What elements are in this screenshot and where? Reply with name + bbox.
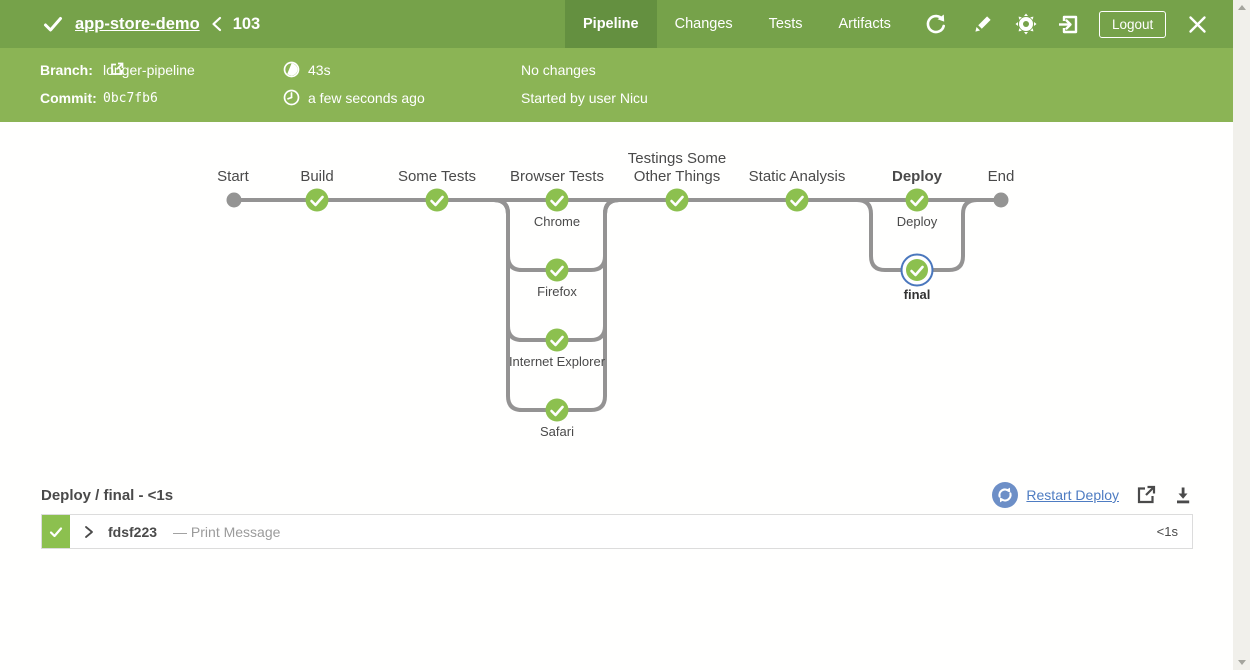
graph-node-final-selected[interactable] <box>900 253 934 287</box>
node-label-chrome: Chrome <box>534 214 580 229</box>
close-icon[interactable] <box>1184 15 1210 34</box>
logout-button[interactable]: Logout <box>1099 10 1167 38</box>
log-step-row[interactable]: fdsf223 — Print Message <1s <box>41 514 1193 549</box>
stage-label-deploy: Deploy <box>892 168 943 185</box>
stage-label-some-tests: Some Tests <box>398 168 476 185</box>
node-label-deploy: Deploy <box>897 214 938 229</box>
chevron-left-icon[interactable] <box>211 16 222 32</box>
stage-label-build: Build <box>300 168 333 185</box>
graph-node-internet-explorer[interactable] <box>545 328 569 352</box>
branch-label: Branch: <box>40 62 93 78</box>
restart-icon <box>992 482 1019 508</box>
graph-node-static-analysis[interactable] <box>785 188 809 212</box>
go-to-classic-icon[interactable] <box>1047 13 1089 36</box>
stage-label-static-analysis: Static Analysis <box>749 168 846 185</box>
started-by: Started by user Nicu <box>521 90 648 106</box>
open-log-external-icon[interactable] <box>1136 485 1156 505</box>
scroll-up-arrow[interactable] <box>1237 5 1246 10</box>
tab-changes[interactable]: Changes <box>674 16 733 32</box>
duration-value: 43s <box>308 62 331 78</box>
stage-label-testings-line1: Testings Some <box>628 150 726 167</box>
graph-node-firefox[interactable] <box>545 258 569 282</box>
settings-gear-icon[interactable] <box>1005 12 1047 36</box>
stage-label-end: End <box>988 168 1015 185</box>
node-label-safari: Safari <box>540 424 574 439</box>
edit-pencil-icon[interactable] <box>959 14 1005 35</box>
restart-deploy-link[interactable]: Restart Deploy <box>992 482 1119 508</box>
run-title-group: app-store-demo 103 <box>42 0 260 48</box>
scroll-down-arrow[interactable] <box>1237 660 1246 665</box>
graph-edges <box>234 198 1001 412</box>
stage-label-browser-tests: Browser Tests <box>510 168 604 185</box>
commit-value: 0bc7fb6 <box>103 91 158 106</box>
run-info-bar: Branch: longer-pipeline Commit: 0bc7fb6 … <box>0 48 1250 122</box>
graph-node-safari[interactable] <box>545 398 569 422</box>
stage-label-start: Start <box>217 168 250 185</box>
detail-actions: Restart Deploy <box>992 482 1193 508</box>
top-bar: app-store-demo 103 Pipeline Changes Test… <box>0 0 1250 48</box>
pipeline-graph: Start Build Some Tests Browser Tests Tes… <box>217 150 1015 439</box>
toolbar-actions: Logout <box>913 0 1210 48</box>
graph-node-end[interactable] <box>993 192 1009 208</box>
changes-summary: No changes <box>521 62 596 78</box>
download-log-icon[interactable] <box>1173 485 1193 505</box>
tab-artifacts[interactable]: Artifacts <box>838 16 891 32</box>
graph-node-build[interactable] <box>305 188 329 212</box>
tab-pipeline[interactable]: Pipeline <box>565 0 657 48</box>
tab-tests[interactable]: Tests <box>768 16 803 32</box>
graph-node-chrome[interactable] <box>545 188 569 212</box>
graph-node-some-tests[interactable] <box>425 188 449 212</box>
status-check-icon <box>42 13 64 35</box>
duration-icon <box>283 61 300 81</box>
step-duration: <1s <box>1156 524 1178 539</box>
pipeline-name-link[interactable]: app-store-demo <box>75 14 200 33</box>
graph-node-start[interactable] <box>226 192 242 208</box>
run-number: 103 <box>232 14 261 33</box>
step-success-icon <box>42 515 70 548</box>
node-label-firefox: Firefox <box>537 284 577 299</box>
time-ago: a few seconds ago <box>308 90 425 106</box>
rerun-icon[interactable] <box>913 12 959 36</box>
graph-node-testings[interactable] <box>665 188 689 212</box>
stage-label-testings-line2: Other Things <box>634 168 720 185</box>
expand-chevron-icon[interactable] <box>84 525 94 539</box>
clock-icon <box>283 89 300 109</box>
commit-label: Commit: <box>40 90 97 106</box>
external-link-icon[interactable] <box>110 62 124 79</box>
node-label-internet-explorer: Internet Explorer <box>509 354 606 369</box>
graph-node-deploy[interactable] <box>905 188 929 212</box>
step-id: fdsf223 <box>108 523 158 540</box>
step-description: — Print Message <box>173 523 281 540</box>
tab-bar: Pipeline Changes Tests Artifacts <box>565 0 909 48</box>
step-detail-title: Deploy / final - <1s <box>41 486 174 504</box>
vertical-scrollbar[interactable] <box>1233 0 1250 670</box>
node-label-final: final <box>904 287 931 302</box>
step-detail-header: Deploy / final - <1s Restart Deploy <box>41 480 1193 510</box>
